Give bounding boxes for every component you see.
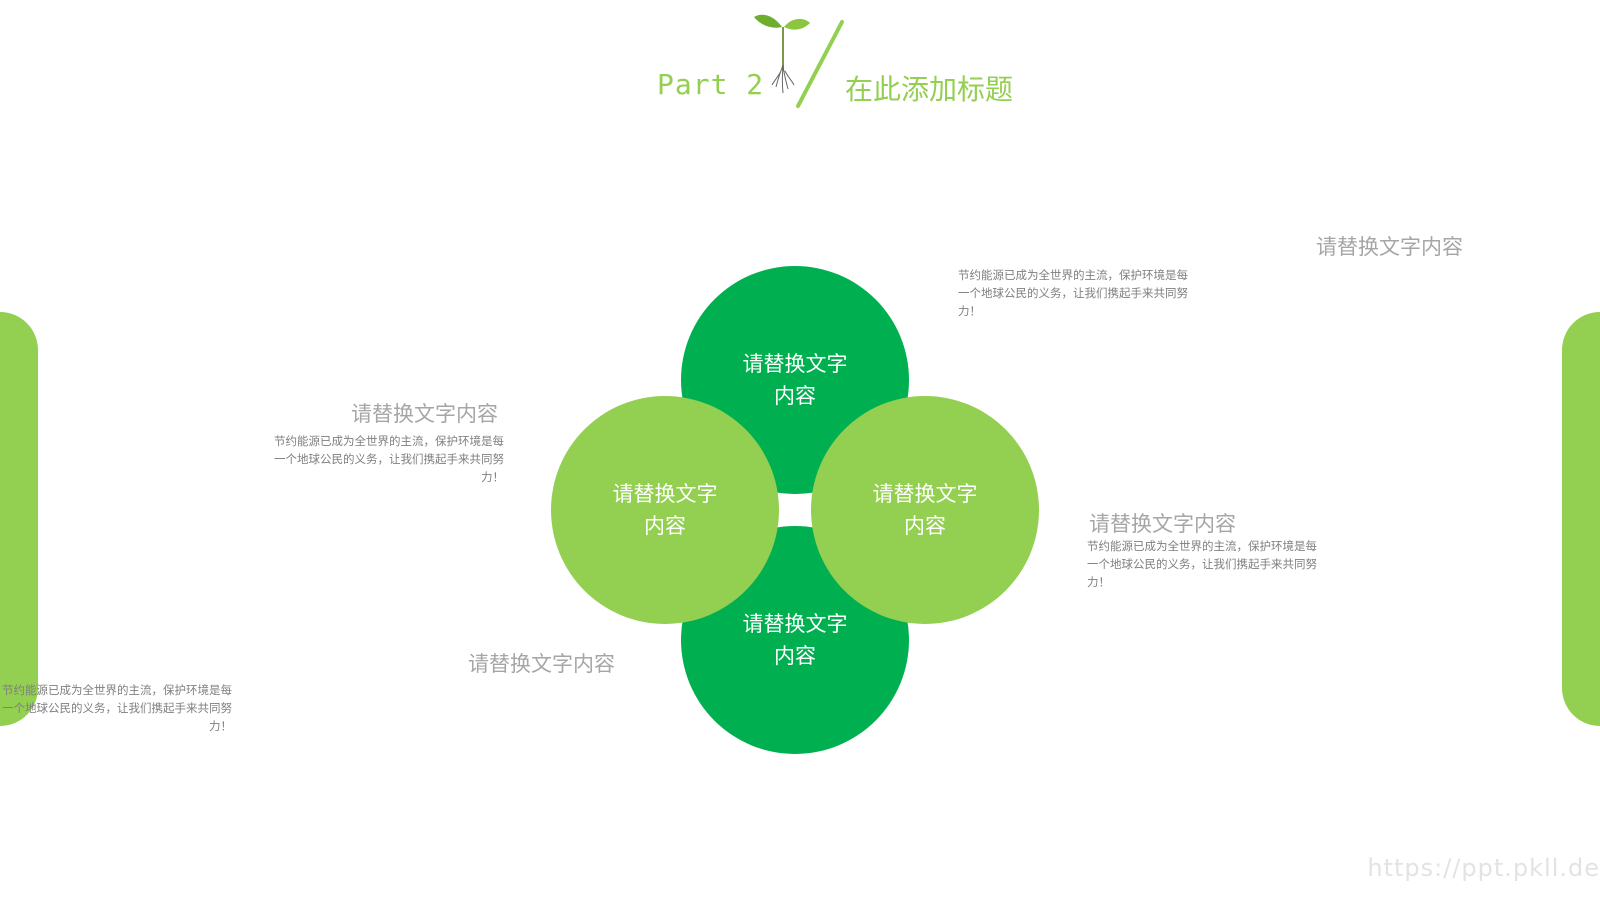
circle-right-label: 请替换文字内容 <box>872 482 978 538</box>
left-decorative-bar <box>0 312 38 726</box>
top-right-body: 节约能源已成为全世界的主流，保护环境是每一个地球公民的义务，让我们携起手来共同努… <box>958 268 1188 318</box>
right-body: 节约能源已成为全世界的主流，保护环境是每一个地球公民的义务，让我们携起手来共同努… <box>1087 539 1317 589</box>
bottom-left-heading: 请替换文字内容 <box>468 652 615 676</box>
sprout-icon <box>754 14 810 94</box>
right-decorative-bar <box>1562 312 1600 726</box>
title-divider-slash <box>796 20 844 108</box>
left-body: 节约能源已成为全世界的主流，保护环境是每一个地球公民的义务，让我们携起手来共同努… <box>274 434 504 484</box>
circle-left: 请替换文字内容 <box>551 396 779 624</box>
watermark: https://ppt.pkll.de <box>1367 854 1600 882</box>
circle-left-label: 请替换文字内容 <box>612 482 718 538</box>
right-heading: 请替换文字内容 <box>1089 512 1236 536</box>
left-heading: 请替换文字内容 <box>351 402 498 426</box>
top-right-heading: 请替换文字内容 <box>1316 235 1463 259</box>
circle-bottom-label: 请替换文字内容 <box>742 612 848 668</box>
circle-right: 请替换文字内容 <box>811 396 1039 624</box>
page-title: 在此添加标题 <box>845 73 1014 106</box>
part-label: Part 2 <box>657 68 765 101</box>
circle-top-label: 请替换文字内容 <box>742 352 848 408</box>
bottom-left-body: 节约能源已成为全世界的主流，保护环境是每一个地球公民的义务，让我们携起手来共同努… <box>2 683 232 733</box>
